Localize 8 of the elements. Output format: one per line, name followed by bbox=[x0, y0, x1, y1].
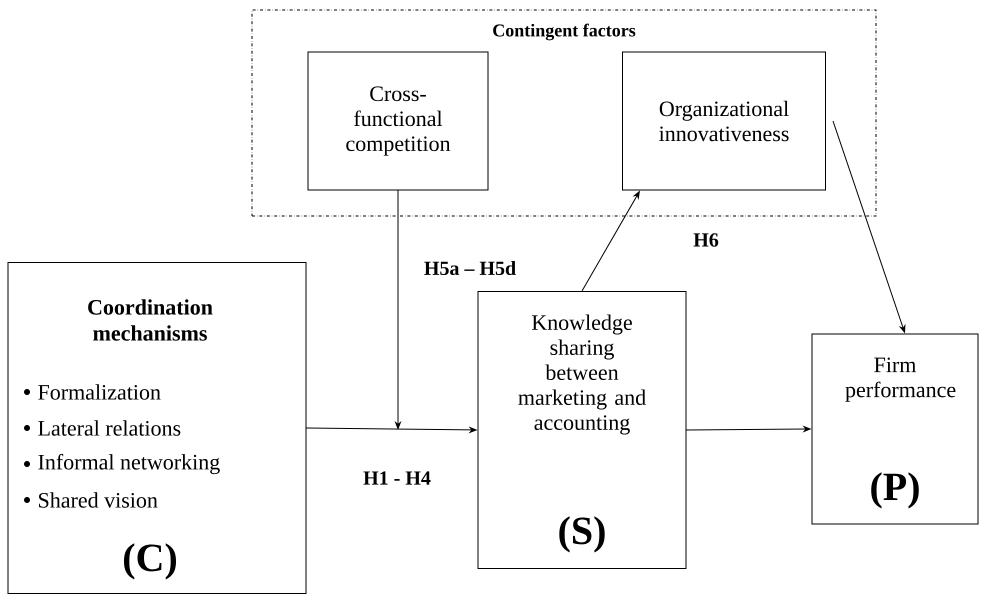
box: Firm performance (P) bbox=[812, 334, 978, 524]
box: Coordination mechanisms Formalization Lateral relations Informal networking Shared vision (C) bbox=[8, 262, 306, 594]
box: Organizational innovativeness bbox=[622, 52, 826, 190]
hypothesis-label: H6 bbox=[694, 233, 718, 247]
box: Cross-functional competition bbox=[308, 52, 488, 190]
edge-label: H5a – H5d bbox=[424, 260, 516, 276]
box: Knowledge sharing between marketing and accounting (S) bbox=[478, 291, 686, 569]
edge-label: H1 - H4 bbox=[363, 471, 431, 485]
